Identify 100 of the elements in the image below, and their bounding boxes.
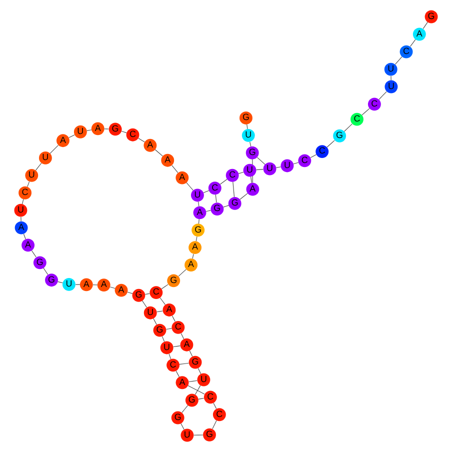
connector bbox=[144, 293, 150, 295]
node-circle: U bbox=[384, 62, 398, 76]
connector bbox=[75, 284, 80, 285]
node-circle: G bbox=[333, 129, 346, 142]
node-circle: U bbox=[74, 125, 87, 138]
node-circle: U bbox=[191, 188, 204, 202]
node-circle: U bbox=[243, 164, 256, 177]
node-circle: U bbox=[242, 128, 255, 142]
connector bbox=[23, 234, 26, 240]
node-circle: U bbox=[160, 341, 174, 354]
node-circle: A bbox=[180, 338, 194, 352]
connector bbox=[172, 316, 176, 322]
connector bbox=[220, 178, 228, 184]
connector bbox=[138, 138, 145, 142]
connector bbox=[179, 362, 189, 365]
connector bbox=[50, 145, 58, 154]
connector bbox=[394, 56, 402, 65]
node-circle: A bbox=[246, 182, 260, 196]
connector bbox=[310, 154, 316, 158]
connector bbox=[182, 405, 188, 413]
node-circle: G bbox=[188, 356, 202, 369]
connector bbox=[378, 91, 387, 100]
node-circle: G bbox=[33, 256, 46, 270]
node-circle: U bbox=[14, 204, 28, 217]
connector bbox=[22, 198, 24, 204]
node-circle: A bbox=[412, 28, 426, 41]
connector bbox=[194, 385, 201, 395]
node-circle: G bbox=[45, 274, 58, 287]
connector bbox=[68, 134, 75, 138]
node-circle: C bbox=[298, 154, 312, 168]
node-circle: A bbox=[114, 284, 128, 297]
connector bbox=[121, 130, 127, 134]
node-circle: A bbox=[161, 154, 174, 167]
connector bbox=[213, 402, 217, 409]
node-circle: A bbox=[80, 278, 93, 292]
node-circle: G bbox=[185, 394, 198, 407]
node-circle: U bbox=[38, 152, 52, 164]
node-circle: C bbox=[172, 320, 185, 334]
connector bbox=[180, 423, 184, 430]
node-circle: U bbox=[280, 159, 294, 172]
node-circle: C bbox=[204, 390, 217, 404]
node-circle: A bbox=[91, 122, 104, 136]
node-circle: C bbox=[166, 358, 180, 372]
node-circle: U bbox=[144, 306, 157, 320]
node-circle: U bbox=[25, 168, 38, 182]
node-circle: G bbox=[171, 411, 184, 424]
node-circle: G bbox=[246, 146, 259, 160]
connector bbox=[86, 130, 92, 131]
node-circle: G bbox=[192, 224, 205, 237]
connector bbox=[43, 268, 48, 275]
connector bbox=[196, 236, 198, 242]
node-circle: A bbox=[184, 258, 198, 272]
connector bbox=[142, 300, 147, 308]
node-circle: U bbox=[263, 162, 276, 176]
node-circle: A bbox=[14, 221, 28, 234]
node-circle: C bbox=[350, 112, 364, 126]
connector bbox=[168, 354, 172, 360]
node-circle: G bbox=[228, 196, 242, 210]
connector bbox=[110, 286, 116, 289]
node-circle: G bbox=[108, 122, 122, 136]
connector bbox=[240, 193, 248, 200]
connector bbox=[176, 370, 180, 378]
node-circle: C bbox=[316, 145, 329, 158]
node-circle: G bbox=[210, 202, 224, 216]
connector bbox=[410, 39, 416, 47]
connector bbox=[20, 216, 22, 222]
connector bbox=[189, 350, 193, 357]
node-circle: A bbox=[188, 241, 202, 254]
node-circle: A bbox=[97, 278, 110, 292]
node-circle: A bbox=[193, 206, 206, 220]
connector bbox=[198, 398, 204, 400]
node-circle: C bbox=[126, 128, 140, 142]
connector bbox=[166, 328, 172, 330]
connector bbox=[173, 346, 180, 348]
node-circle: U bbox=[62, 278, 76, 291]
connector bbox=[326, 140, 335, 148]
connector bbox=[232, 182, 235, 198]
connector bbox=[172, 165, 178, 173]
node-circle: C bbox=[226, 168, 239, 182]
connector bbox=[215, 194, 217, 203]
connector bbox=[192, 254, 194, 259]
node-circle: U bbox=[384, 80, 398, 94]
connector bbox=[156, 310, 163, 312]
node-circle: G bbox=[424, 10, 438, 24]
node-circle: A bbox=[176, 376, 189, 390]
connector bbox=[58, 281, 63, 284]
connector bbox=[188, 380, 198, 382]
node-circle: C bbox=[368, 98, 381, 111]
node-circle: U bbox=[180, 428, 194, 442]
node-circle: C bbox=[400, 45, 413, 58]
connector bbox=[390, 76, 392, 81]
node-circle: C bbox=[150, 286, 163, 299]
connector bbox=[293, 162, 299, 164]
node-circle: G bbox=[167, 274, 180, 288]
connector bbox=[180, 333, 184, 340]
node-circle: G bbox=[240, 112, 252, 124]
connector bbox=[344, 124, 352, 132]
connector bbox=[160, 298, 166, 305]
connector bbox=[238, 172, 244, 174]
connector bbox=[198, 218, 200, 224]
